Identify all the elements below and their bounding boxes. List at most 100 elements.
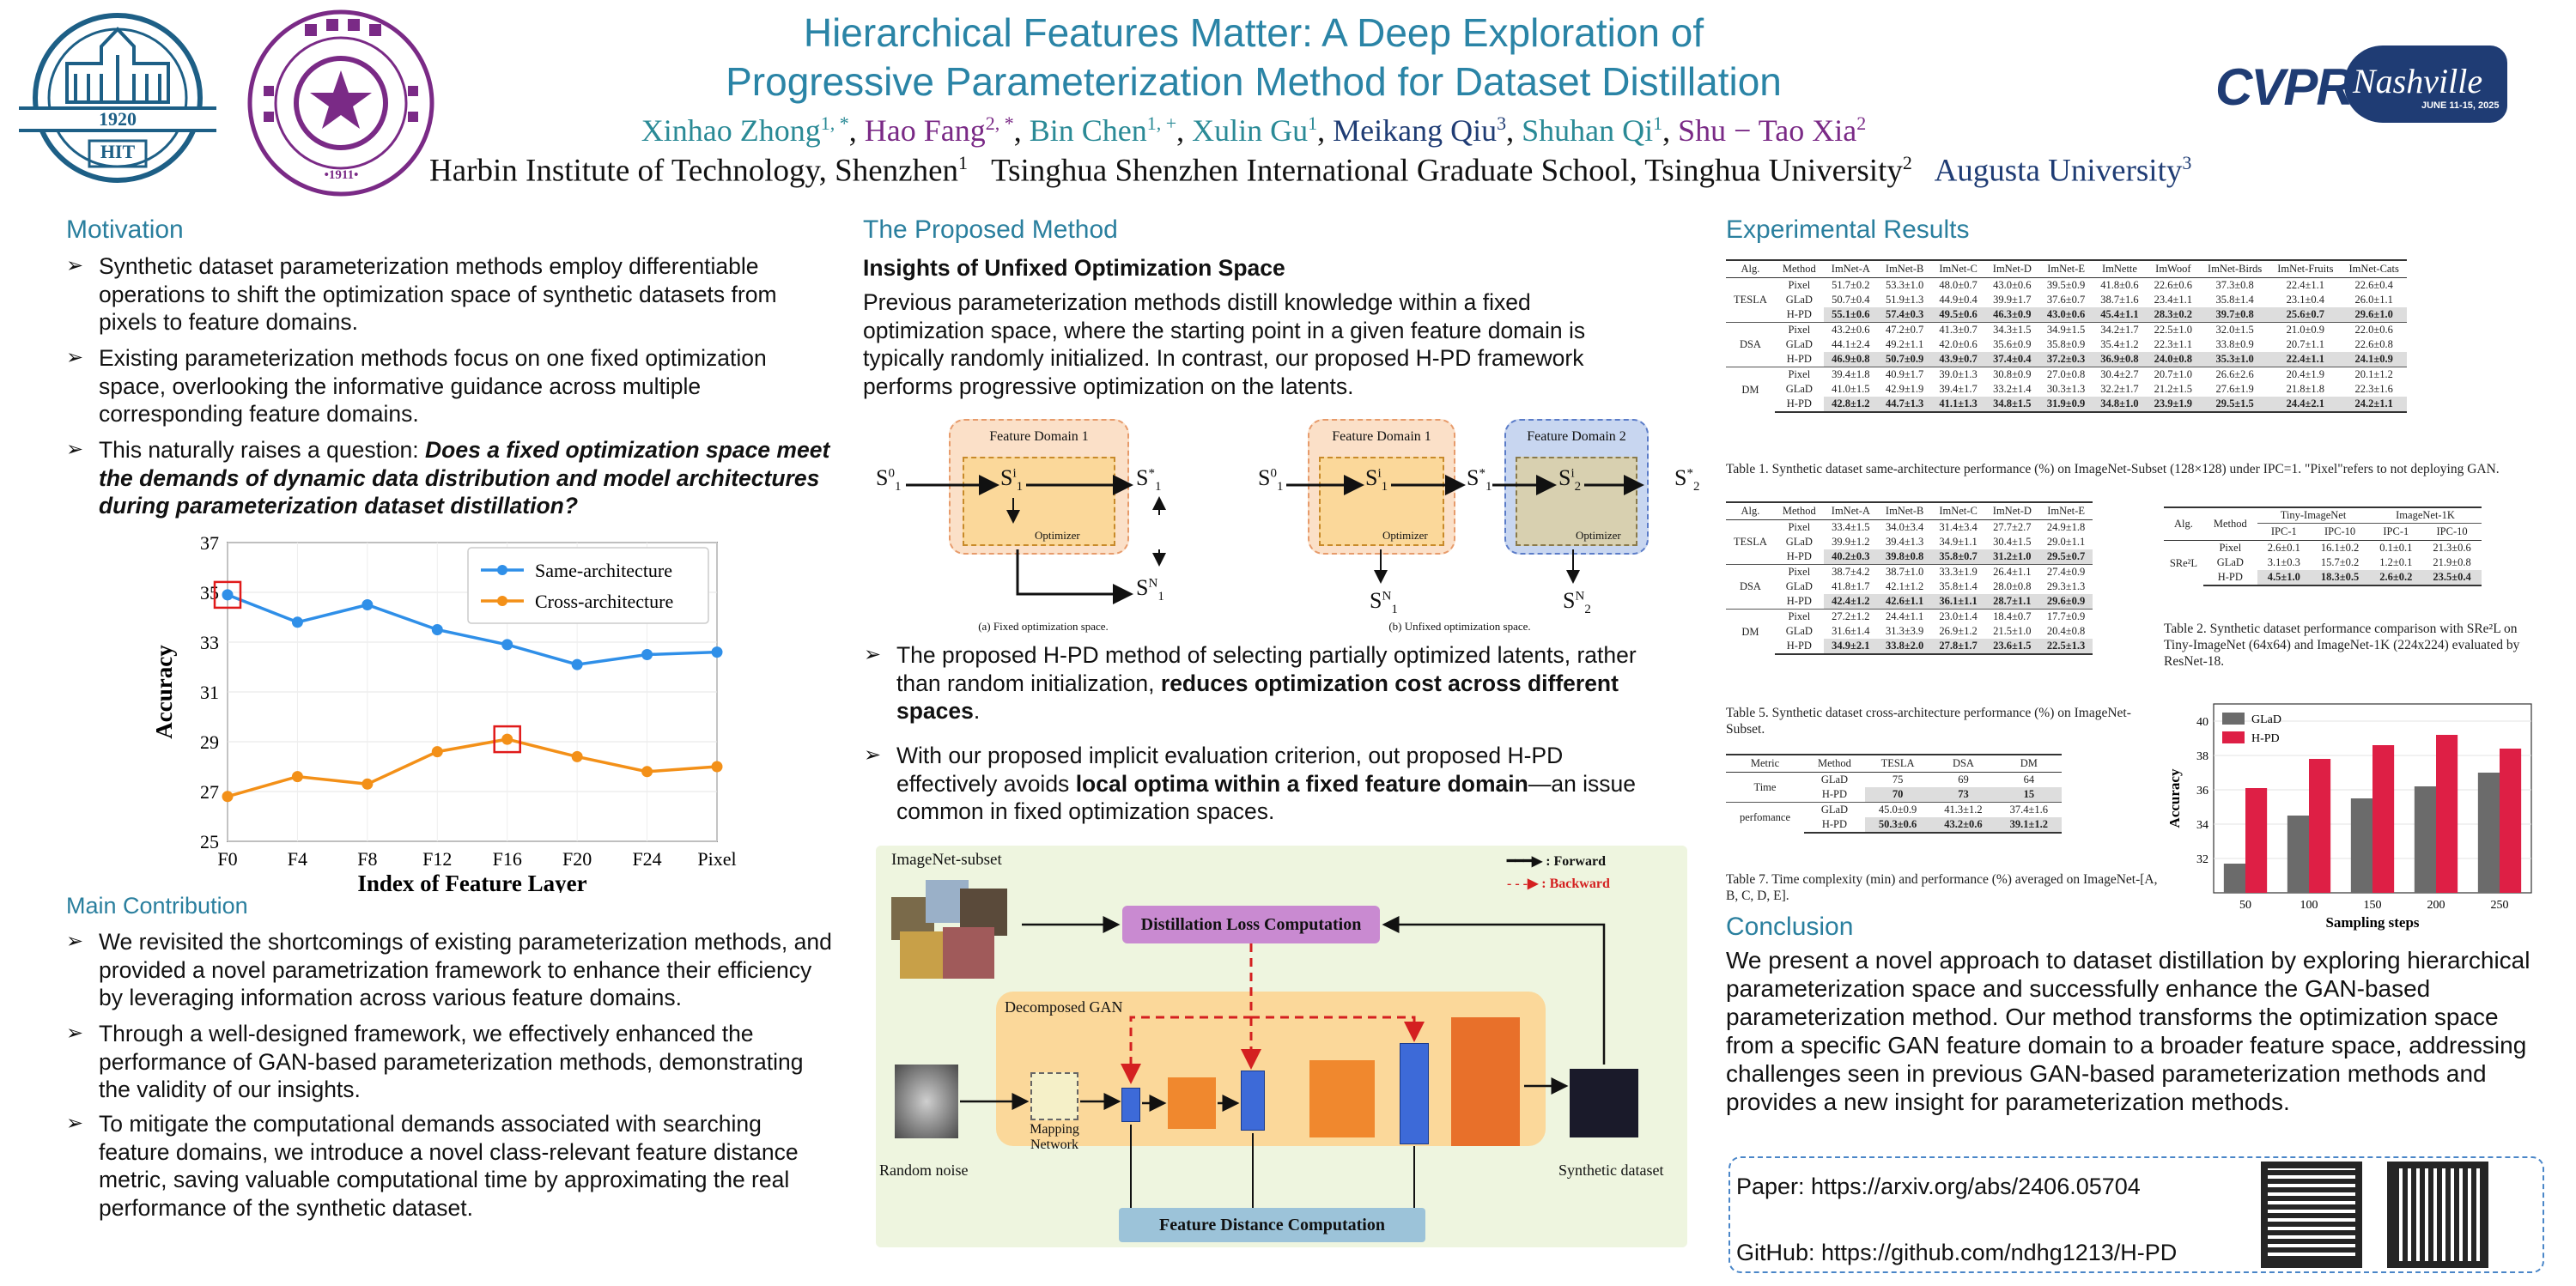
table-cell: 41.3±1.2 bbox=[1930, 802, 1996, 817]
imagenet-thumbnails bbox=[891, 880, 1012, 983]
y-tick-label: 37 bbox=[200, 532, 219, 554]
author-sep: , bbox=[1176, 113, 1193, 148]
motivation-bullet-2: ➢Existing parameterization methods focus… bbox=[66, 345, 767, 427]
table-cell: 18.3±0.5 bbox=[2310, 570, 2370, 586]
table-cell: 33.3±1.9 bbox=[1931, 564, 1985, 579]
tsinghua-year-text: 1911 bbox=[328, 168, 355, 182]
s1i-label: Si1 bbox=[1000, 465, 1024, 494]
arrow-bullet-icon: ➢ bbox=[66, 1112, 84, 1135]
x-tick-label: F16 bbox=[493, 848, 522, 870]
data-point bbox=[501, 733, 513, 745]
table-cell: 34.3±1.5 bbox=[1984, 322, 2039, 337]
column-header: Method bbox=[2202, 507, 2257, 541]
legend-marker bbox=[497, 596, 507, 606]
table-cell: 31.2±1.0 bbox=[1984, 549, 2039, 565]
bar-glad bbox=[2350, 798, 2372, 893]
table-cell: 38.7±1.6 bbox=[2100, 294, 2139, 306]
table-cell: 39.9±1.7 bbox=[1993, 294, 2032, 306]
table-cell: 22.3±1.6 bbox=[2354, 383, 2393, 395]
s2i-label: Si2 bbox=[1558, 465, 1582, 494]
arrow-bullet-icon: ➢ bbox=[66, 346, 84, 369]
github-qr-code-icon[interactable] bbox=[2387, 1162, 2488, 1268]
optimizer-label-1: Optimizer bbox=[1382, 529, 1428, 542]
bar-h-pd bbox=[2372, 745, 2395, 893]
column-header: Method bbox=[1774, 501, 1824, 520]
table-cell: 39.9±1.2 bbox=[1832, 536, 1870, 548]
table-cell: 37.4±0.4 bbox=[1984, 352, 2039, 367]
table-7-caption: Table 7. Time complexity (min) and perfo… bbox=[1726, 872, 2158, 903]
arrow-bullet-icon: ➢ bbox=[66, 254, 84, 277]
table-cell: 33.8±2.0 bbox=[1877, 639, 1932, 655]
column-subheader: IPC-10 bbox=[2310, 523, 2370, 541]
y-tick-label: 32 bbox=[2196, 853, 2208, 866]
column-header: ImNet-B bbox=[1877, 259, 1932, 278]
table-cell: 39.8±0.8 bbox=[1877, 549, 1932, 565]
table-cell: 40.9±1.7 bbox=[1877, 367, 1932, 382]
author-sup: 1 bbox=[1308, 112, 1318, 134]
table-cell: 43.2±0.6 bbox=[1930, 817, 1996, 834]
table-cell: Pixel bbox=[1788, 279, 1811, 291]
contribution-bullet-2: ➢Through a well-designed framework, we e… bbox=[66, 1021, 804, 1102]
cvpr-dates: JUNE 11-15, 2025 bbox=[2421, 100, 2500, 111]
table-cell: 37.3±0.8 bbox=[2215, 279, 2254, 291]
s0-label: S01 bbox=[876, 465, 902, 494]
author-list: Xinhao Zhong1, *, Hao Fang2, *, Bin Chen… bbox=[429, 105, 2078, 149]
x-tick-label: F20 bbox=[562, 848, 592, 870]
data-point bbox=[711, 761, 723, 773]
highlight-box bbox=[493, 725, 521, 754]
series-line-2 bbox=[227, 737, 718, 798]
mapping-network-icon bbox=[1030, 1072, 1078, 1120]
data-point bbox=[222, 589, 234, 601]
table-cell: 32.0±1.5 bbox=[2200, 322, 2270, 337]
framework-figure: ImageNet-subset ━━━▶ : Forward - - -▶ : … bbox=[876, 846, 1687, 1247]
optimizer-box-2 bbox=[1516, 457, 1637, 546]
table-cell: Pixel bbox=[1774, 564, 1824, 579]
table-cell: 22.5±1.0 bbox=[2146, 322, 2201, 337]
legend-label: Cross-architecture bbox=[535, 591, 673, 612]
table-cell: 42.4±1.2 bbox=[1823, 594, 1878, 610]
x-tick-label: F4 bbox=[288, 848, 307, 870]
column-header: Method bbox=[1804, 754, 1865, 773]
github-link[interactable]: GitHub: https://github.com/ndhg1213/H-PD bbox=[1736, 1240, 2178, 1265]
table-cell: 73 bbox=[1930, 787, 1996, 803]
column-header: Metric bbox=[1726, 754, 1804, 773]
table-cell: GLaD bbox=[1785, 625, 1813, 637]
table-cell: 24.1±0.9 bbox=[2341, 352, 2407, 367]
bar-h-pd bbox=[2436, 735, 2458, 893]
data-point bbox=[711, 646, 723, 658]
optimizer-label: Optimizer bbox=[1035, 529, 1080, 542]
author-1: Xinhao Zhong1, * bbox=[641, 112, 849, 148]
table-cell: 39.5±0.9 bbox=[2046, 279, 2086, 291]
table-cell: 30.4±2.7 bbox=[2093, 367, 2147, 382]
table-cell: 69 bbox=[1958, 773, 1969, 786]
table-cell: 34.8±1.0 bbox=[2093, 397, 2147, 413]
feature-domain-1-label: Feature Domain 1 bbox=[1332, 429, 1431, 444]
z1-block bbox=[1241, 1071, 1265, 1131]
arrow-bullet-icon: ➢ bbox=[66, 438, 84, 461]
table-cell: 35.3±1.0 bbox=[2200, 352, 2270, 367]
table-1-caption: Table 1. Synthetic dataset same-architec… bbox=[1726, 462, 2500, 476]
column-header: ImNet-C bbox=[1931, 501, 1985, 520]
y-tick-label: 36 bbox=[2196, 785, 2208, 798]
table-cell: 44.1±2.4 bbox=[1832, 338, 1870, 350]
paper-link[interactable]: Paper: https://arxiv.org/abs/2406.05704 bbox=[1736, 1174, 2141, 1199]
table-cell: 42.1±1.2 bbox=[1885, 580, 1924, 592]
x-tick-label: 50 bbox=[2239, 899, 2251, 912]
affiliation-3: Augusta University bbox=[1934, 153, 2183, 189]
data-point bbox=[431, 746, 443, 758]
author-3: Bin Chen1, + bbox=[1030, 112, 1176, 148]
table-cell: GLaD bbox=[1785, 294, 1813, 306]
table-cell: 21.8±1.8 bbox=[2286, 383, 2325, 395]
g0-block bbox=[1168, 1077, 1216, 1129]
column-header: ImNet-Cats bbox=[2341, 259, 2407, 278]
paper-qr-code-icon[interactable] bbox=[2261, 1162, 2362, 1268]
table-cell: Pixel bbox=[1774, 322, 1824, 337]
author-5: Meikang Qiu3 bbox=[1333, 112, 1506, 148]
